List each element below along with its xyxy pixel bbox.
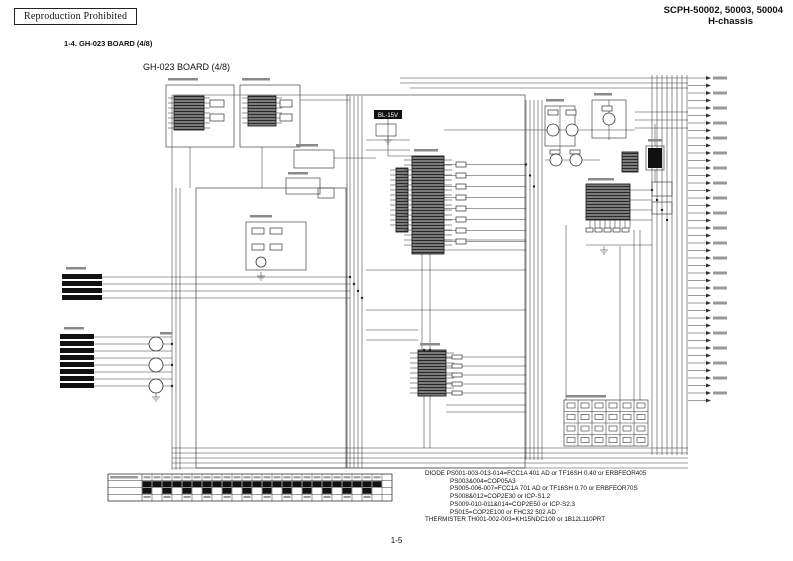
reproduction-prohibited-stamp: Reproduction Prohibited <box>14 8 138 25</box>
note-line: PS008&012=COP2E30 or ICP-S1.2 <box>450 493 551 501</box>
model-numbers: SCPH-50002, 50003, 50004 <box>663 5 783 16</box>
board-title: GH-023 BOARD (4/8) <box>143 62 231 72</box>
note-line: DIODE PS001-003-013-014=FCC1A 401 AD or … <box>425 470 647 477</box>
title-block: SCPH-50002, 50003, 50004 H-chassis <box>664 5 783 27</box>
page-number: 1-5 <box>390 536 403 545</box>
note-line: PS009-010-011&014=COP2E50 or ICP-S2.3 <box>450 500 576 508</box>
note-line: PS005-006-007=FCC1A 701 AD or TF16SH 0.7… <box>450 485 638 493</box>
parts-notes: DIODE PS001-003-013-014=FCC1A 401 AD or … <box>425 470 646 524</box>
section-heading: 1-4. GH-023 BOARD (4/8) <box>64 39 153 48</box>
note-line: THERMISTER TH001-002-003=KH15NDC100 or 1… <box>425 516 606 524</box>
note-line: PS015=COP2E100 or FHC32 502 AD <box>450 508 556 516</box>
power-rail-label-text: BL-15V <box>378 113 398 119</box>
note-line: PS003&004=COP05A3 <box>450 477 516 485</box>
power-rail-label: BL-15V <box>374 110 402 119</box>
chassis-name: H-chassis <box>708 16 753 27</box>
stamp-text: Reproduction Prohibited <box>24 11 128 22</box>
